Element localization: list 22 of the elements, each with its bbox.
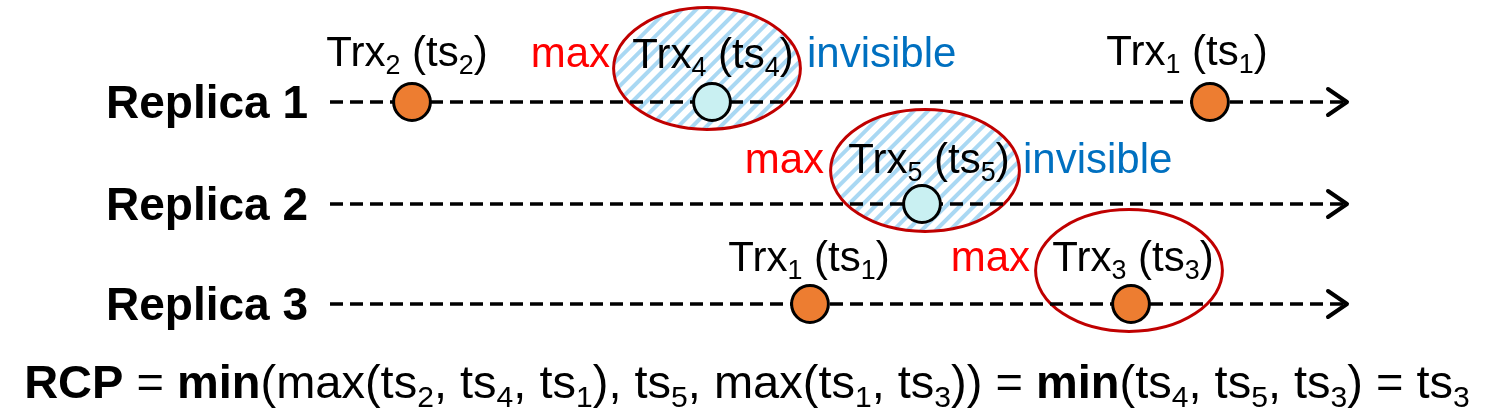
transaction-dot	[1111, 284, 1151, 324]
annotation-label: max	[950, 233, 1030, 280]
highlight-ellipse	[1034, 208, 1224, 333]
transaction-label: Trx$_{1}$ (ts$_{1}$)	[1106, 27, 1268, 75]
transaction-label: Trx$_{2}$ (ts$_{2}$)	[326, 28, 488, 75]
annotation-label: max	[530, 29, 610, 77]
replica-label: Replica 2	[106, 178, 308, 230]
annotation-label: invisible	[1023, 135, 1173, 182]
highlight-ellipse	[612, 6, 802, 131]
highlight-ellipse	[829, 108, 1021, 233]
transaction-label: Trx$_{3}$ (ts$_{3}$)	[1052, 233, 1214, 280]
annotation-label: max	[744, 135, 824, 182]
annotation-label: invisible	[807, 29, 957, 77]
transaction-label: Trx$_{1}$ (ts$_{1}$)	[728, 233, 890, 280]
transaction-dot	[790, 284, 830, 324]
replica-label: Replica 1	[106, 76, 308, 128]
transaction-label: Trx$_{5}$ (ts$_{5}$)	[848, 135, 1010, 182]
formula-text: RCP = min(max(ts$_{2}$, ts$_{4}$, ts$_{1}$), ts$_{5}$, max(ts$_{1}$, ts$_{3}$)) = min(ts$_{4}$, ts$_{5}$, ts$_{3}$) = ts$_{3}$	[24, 356, 1470, 408]
transaction-label: Trx$_{4}$ (ts$_{4}$)	[632, 30, 794, 77]
replica-label: Replica 3	[106, 278, 308, 330]
transaction-dot	[1190, 82, 1230, 122]
transaction-dot	[392, 82, 432, 122]
